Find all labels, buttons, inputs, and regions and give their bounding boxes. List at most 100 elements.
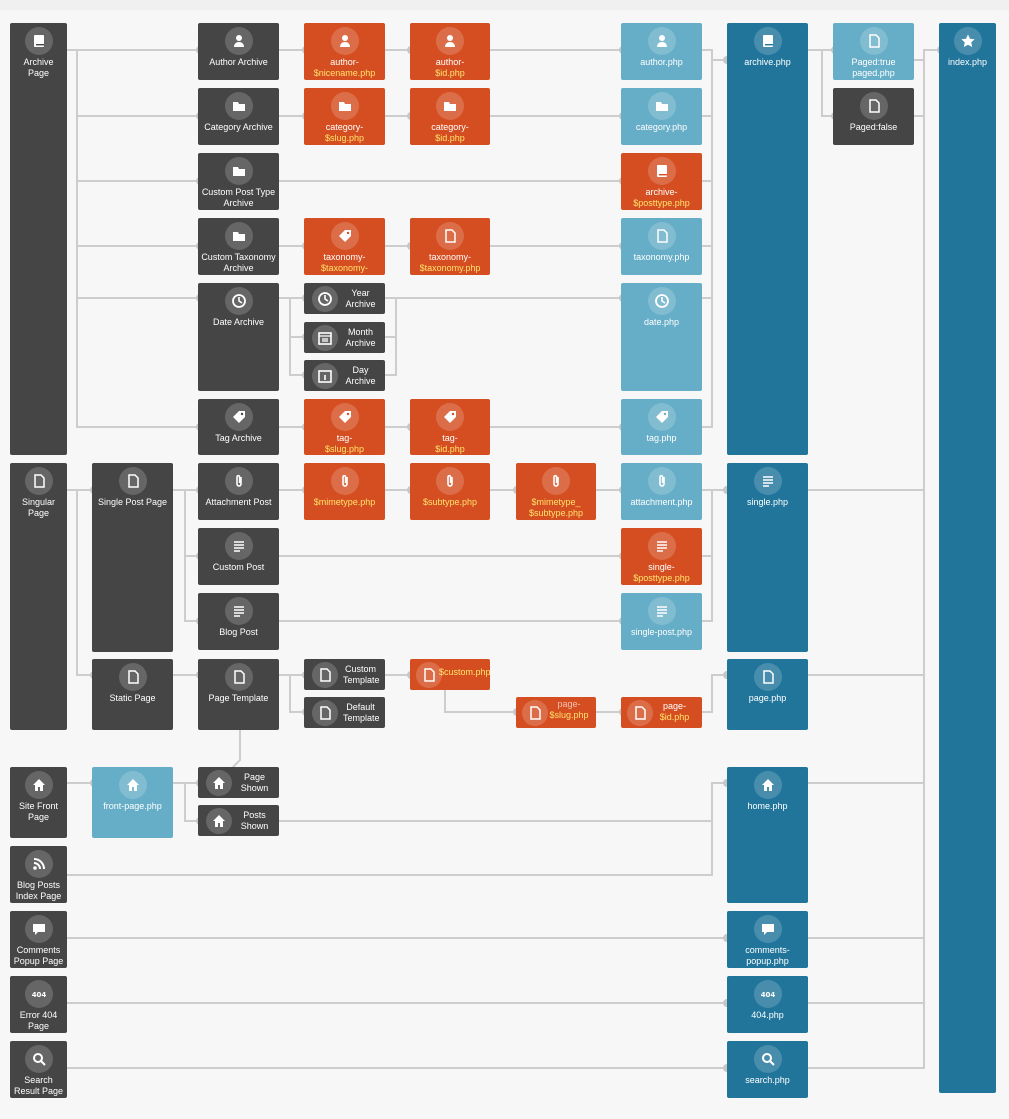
home-php-node[interactable]: home.php xyxy=(727,767,808,903)
tag-icon xyxy=(330,222,359,250)
tag-php-label: tag.php xyxy=(646,433,677,443)
folder-icon xyxy=(647,92,676,120)
home-icon xyxy=(753,771,782,799)
page-shown-node[interactable]: Page Shown xyxy=(198,767,279,798)
paged-true-node[interactable]: Paged:true paged.php xyxy=(833,23,914,80)
single-post-php-label: single-post.php xyxy=(630,627,693,637)
index-php-node[interactable]: index.php xyxy=(939,23,996,1093)
category-php-node[interactable]: category.php xyxy=(621,88,702,145)
archive-posttype-php-node[interactable]: archive-$posttype.php xyxy=(621,153,702,210)
top-bar xyxy=(0,0,1009,10)
tag-archive-node[interactable]: Tag Archive xyxy=(198,399,279,455)
taxonomy-tax-var: $taxonomy.php xyxy=(419,263,481,273)
search-result-page-label: Search Result Page xyxy=(13,1075,64,1096)
category-id-var: $id.php xyxy=(435,133,465,143)
comments-popup-page-label: Comments Popup Page xyxy=(13,945,64,966)
author-archive-node[interactable]: Author Archive xyxy=(198,23,279,80)
tag-php-node[interactable]: tag.php xyxy=(621,399,702,455)
custom-template-node[interactable]: Custom Template xyxy=(304,659,385,690)
search-icon xyxy=(753,1045,782,1073)
user-icon xyxy=(436,27,464,55)
page-slug-php-node[interactable]: page-$slug.php xyxy=(516,697,596,728)
custom-php-node[interactable]: $custom.php xyxy=(410,659,491,690)
comments-popup-php-label: comments- popup.php xyxy=(745,945,790,966)
tag-icon xyxy=(330,403,359,431)
attachment-php-node[interactable]: attachment.php xyxy=(621,463,702,520)
taxonomy-php-node[interactable]: taxonomy.php xyxy=(621,218,702,275)
folder-icon xyxy=(436,92,464,120)
subtype-php-node[interactable]: $subtype.php xyxy=(410,463,490,520)
page-id-php-node[interactable]: page-$id.php xyxy=(621,697,702,728)
taxonomy-tax-prefix: taxonomy- xyxy=(428,252,472,262)
blog-posts-index-page-label: Blog Posts Index Page xyxy=(15,880,62,901)
author-nicename-var: $nicename.php xyxy=(313,68,376,78)
comments-popup-page-node[interactable]: Comments Popup Page xyxy=(10,911,67,968)
tag-id-php-node[interactable]: tag-$id.php xyxy=(410,399,490,455)
book-icon xyxy=(24,27,53,55)
date-php-node[interactable]: date.php xyxy=(621,283,702,391)
singular-page-node[interactable]: Singular Page xyxy=(10,463,67,730)
static-page-node[interactable]: Static Page xyxy=(92,659,173,730)
text-lines-icon xyxy=(647,532,676,560)
page-php-node[interactable]: page.php xyxy=(727,659,808,730)
category-archive-node[interactable]: Category Archive xyxy=(198,88,279,145)
document-icon xyxy=(118,663,147,691)
author-id-php-node[interactable]: author-$id.php xyxy=(410,23,490,80)
mimetype-php-node[interactable]: $mimetype.php xyxy=(304,463,385,520)
404-icon: 404 xyxy=(24,980,53,1008)
page-slug-var: $slug.php xyxy=(549,710,589,720)
search-php-node[interactable]: search.php xyxy=(727,1041,808,1098)
blog-posts-index-page-node[interactable]: Blog Posts Index Page xyxy=(10,846,67,903)
mimetype-subtype-php-node[interactable]: $mimetype_ $subtype.php xyxy=(516,463,596,520)
page-slug-prefix: page- xyxy=(557,699,581,709)
month-archive-node[interactable]: Month Archive xyxy=(304,322,385,353)
author-php-node[interactable]: author.php xyxy=(621,23,702,80)
site-front-page-node[interactable]: Site Front Page xyxy=(10,767,67,838)
paged-false-node[interactable]: Paged:false xyxy=(833,88,914,145)
taxonomy-term-php-node[interactable]: taxonomy-$taxonomy- $term.php xyxy=(304,218,385,275)
home-icon xyxy=(118,771,147,799)
blog-post-node[interactable]: Blog Post xyxy=(198,593,279,650)
single-post-php-node[interactable]: single-post.php xyxy=(621,593,702,650)
mimetype-subtype-php-label: $mimetype_ $subtype.php xyxy=(528,497,584,518)
posts-shown-node[interactable]: Posts Shown xyxy=(198,805,279,836)
document-icon xyxy=(859,92,888,120)
comments-popup-php-node[interactable]: comments- popup.php xyxy=(727,911,808,968)
attachment-post-node[interactable]: Attachment Post xyxy=(198,463,279,520)
custom-post-type-archive-node[interactable]: Custom Post Type Archive xyxy=(198,153,279,210)
single-php-node[interactable]: single.php xyxy=(727,463,808,652)
calendar-icon xyxy=(312,325,338,351)
custom-post-node[interactable]: Custom Post xyxy=(198,528,279,585)
custom-taxonomy-archive-node[interactable]: Custom Taxonomy Archive xyxy=(198,218,279,275)
paperclip-icon xyxy=(330,467,359,495)
static-page-label: Static Page xyxy=(109,693,156,703)
tag-slug-php-node[interactable]: tag-$slug.php xyxy=(304,399,385,455)
default-template-label: Default Template xyxy=(343,702,380,723)
404-php-node[interactable]: 404 404.php xyxy=(727,976,808,1033)
error-404-page-node[interactable]: 404 Error 404 Page xyxy=(10,976,67,1033)
archive-php-node[interactable]: archive.php xyxy=(727,23,808,455)
front-page-php-node[interactable]: front-page.php xyxy=(92,767,173,838)
single-posttype-php-node[interactable]: single-$posttype.php xyxy=(621,528,702,585)
custom-post-type-archive-label: Custom Post Type Archive xyxy=(201,187,276,208)
single-post-page-node[interactable]: Single Post Page xyxy=(92,463,173,652)
archive-page-node[interactable]: Archive Page xyxy=(10,23,67,455)
document-icon xyxy=(436,222,464,250)
taxonomy-tax-php-node[interactable]: taxonomy-$taxonomy.php xyxy=(410,218,490,275)
year-archive-node[interactable]: Year Archive xyxy=(304,283,385,314)
default-template-node[interactable]: Default Template xyxy=(304,697,385,728)
document-icon xyxy=(627,700,653,726)
search-result-page-node[interactable]: Search Result Page xyxy=(10,1041,67,1098)
book-icon xyxy=(753,27,782,55)
document-icon xyxy=(118,467,147,495)
blog-post-label: Blog Post xyxy=(219,627,258,637)
author-nicename-php-node[interactable]: author-$nicename.php xyxy=(304,23,385,80)
user-icon xyxy=(647,27,676,55)
tag-id-var: $id.php xyxy=(435,444,465,454)
category-slug-php-node[interactable]: category-$slug.php xyxy=(304,88,385,145)
day-archive-node[interactable]: Day Archive xyxy=(304,360,385,391)
date-archive-node[interactable]: Date Archive xyxy=(198,283,279,391)
page-template-node[interactable]: Page Template xyxy=(198,659,279,730)
category-slug-var: $slug.php xyxy=(324,133,365,143)
category-id-php-node[interactable]: category-$id.php xyxy=(410,88,490,145)
